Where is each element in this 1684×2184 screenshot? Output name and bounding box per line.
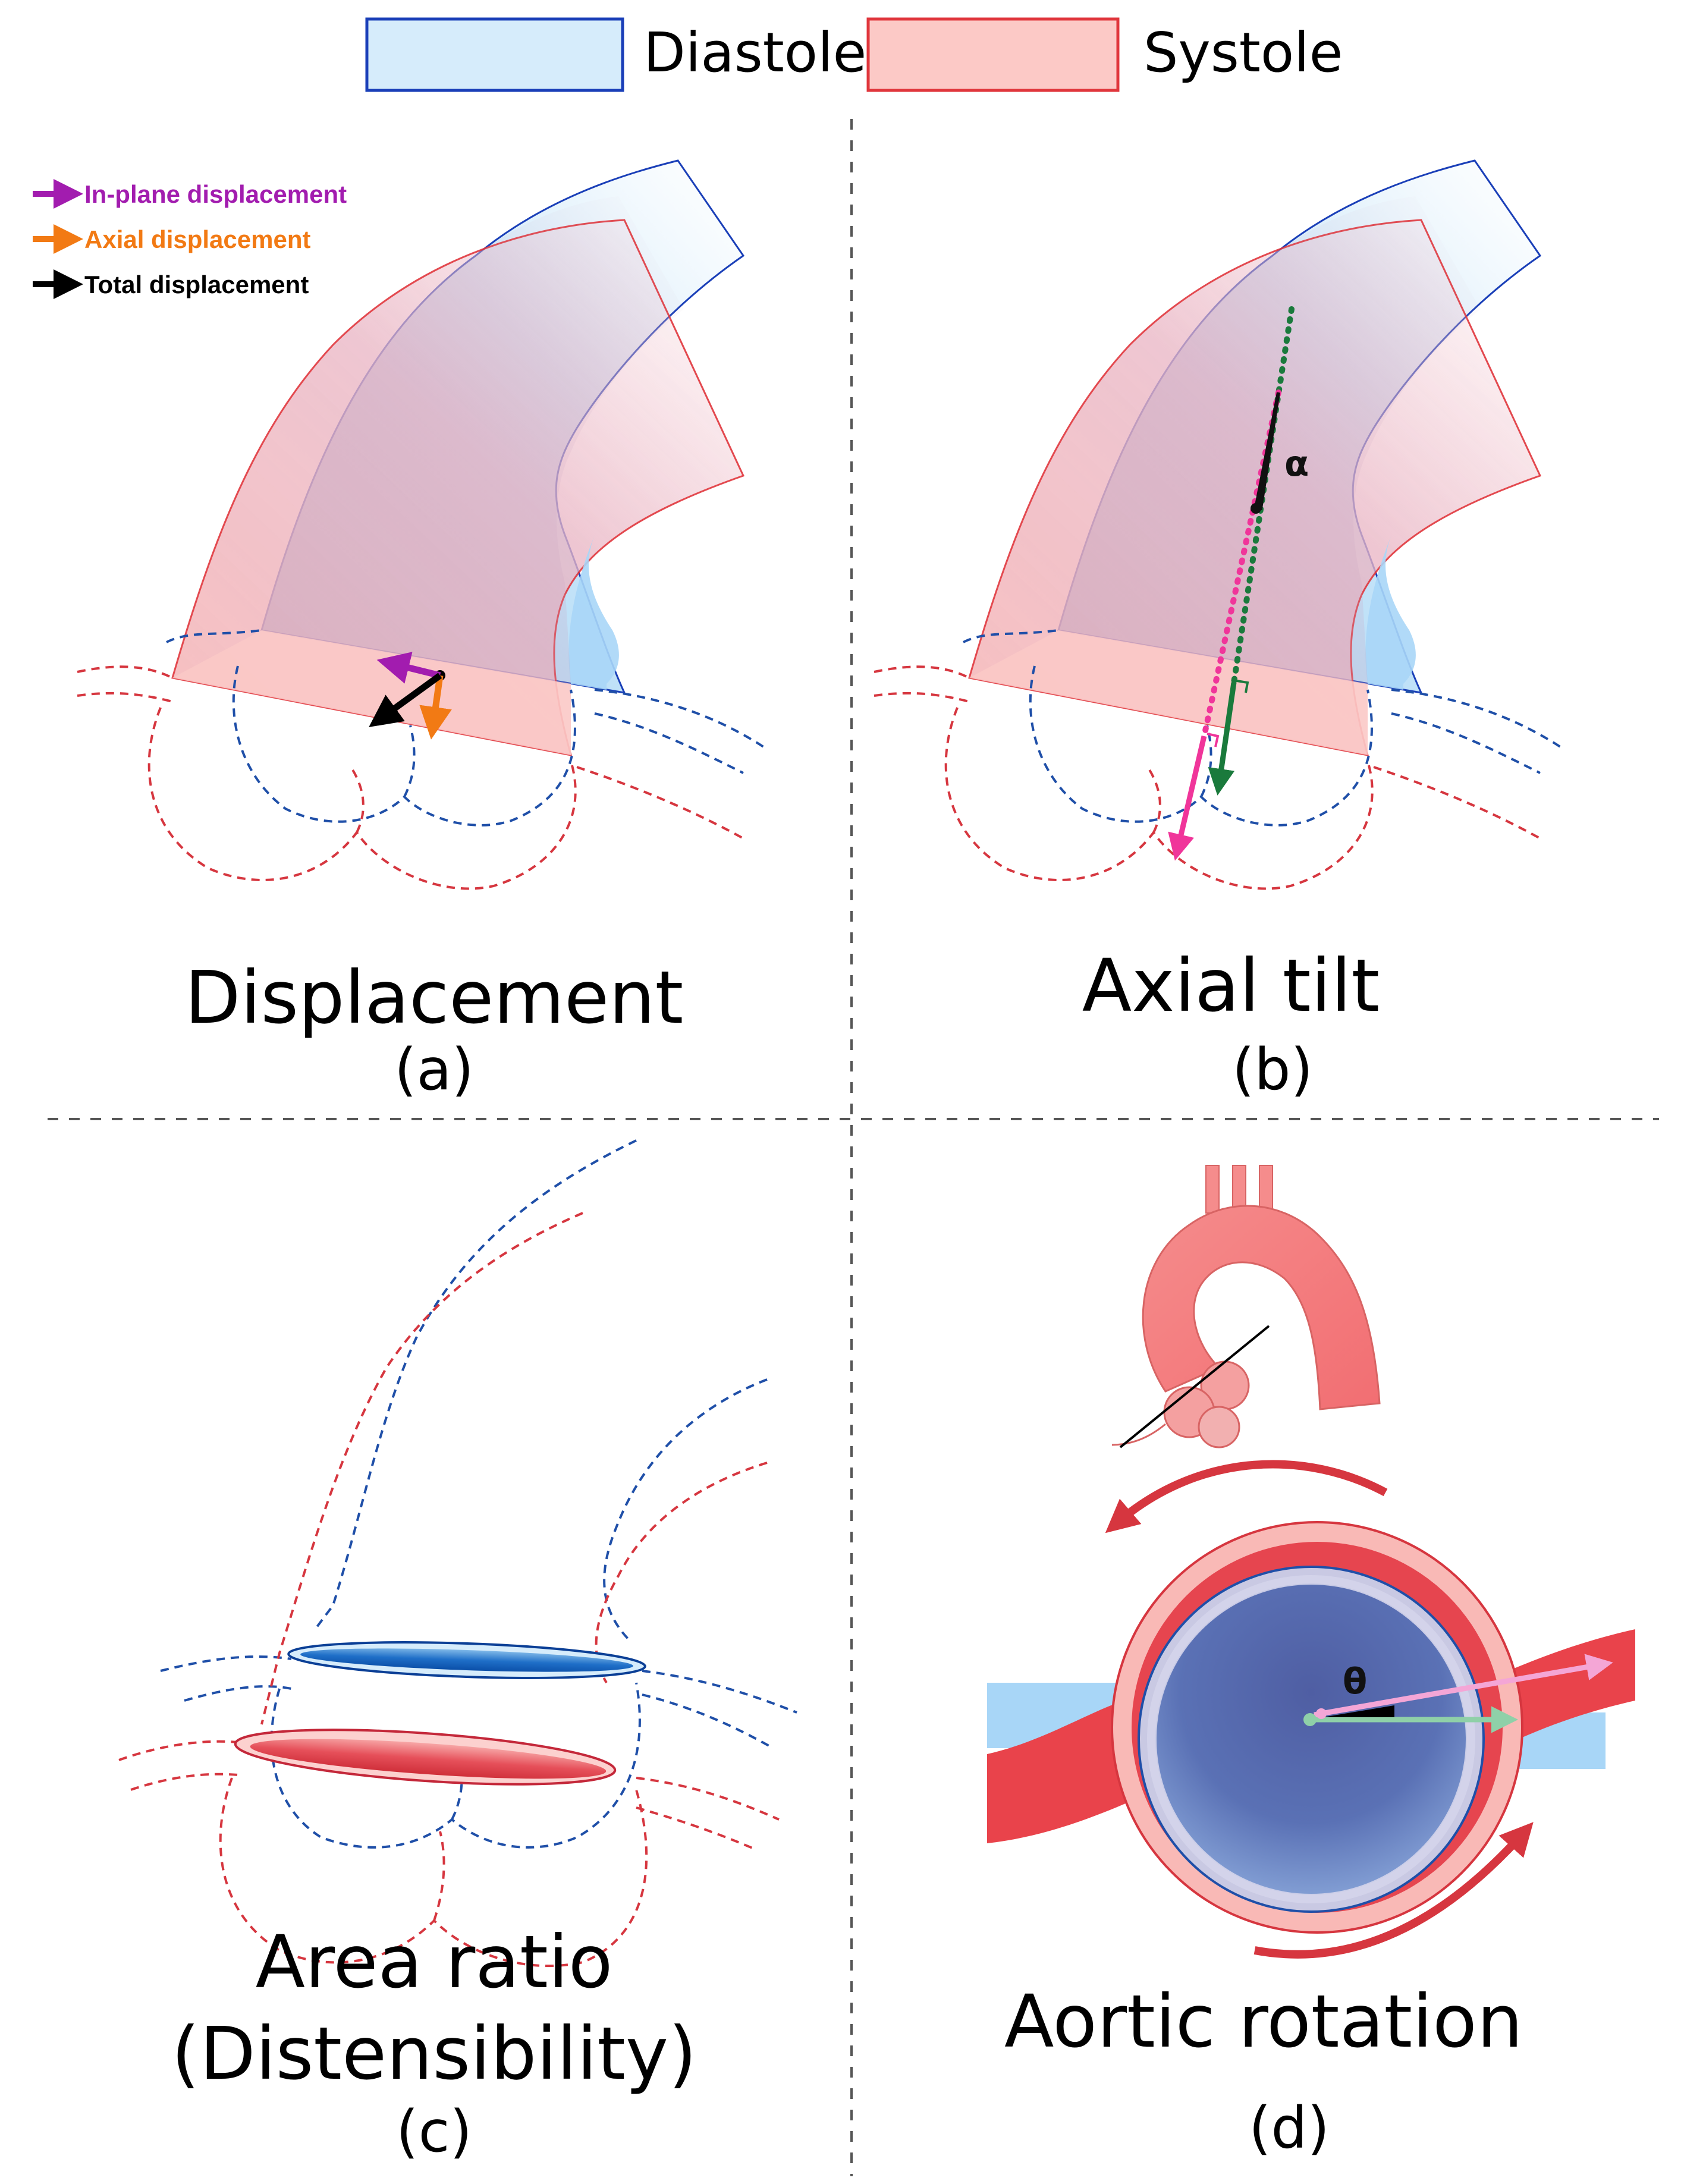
panel-b: α Axial tilt (b): [873, 159, 1565, 1103]
rotation-angle-label: θ: [1343, 1661, 1367, 1702]
rotation-arrow-top: [1105, 1460, 1388, 1533]
panel-c-title-line2: (Distensibility): [171, 2012, 696, 2096]
panel-c-sub: (c): [396, 2098, 472, 2165]
aortic-arch-inset: [1111, 1165, 1381, 1448]
systole-axis-arrow: [1168, 735, 1207, 861]
rotation-center-systole: [1316, 1708, 1327, 1719]
dashed-aorta-outlines: [118, 1139, 797, 1968]
panel-a-sub: (a): [394, 1036, 474, 1103]
tilt-angle-label: α: [1284, 443, 1309, 485]
systole-orientation-vector: [1314, 1654, 1613, 1718]
perpendicular-mark-pink: [1207, 733, 1220, 747]
panel-d-title: Aortic rotation: [1004, 1979, 1523, 2064]
total-vector: [369, 673, 442, 727]
diastole-axis-arrow: [1208, 682, 1237, 796]
rotation-center: [1303, 1713, 1317, 1726]
panel-c: Area ratio (Distensibility) (c): [118, 1139, 797, 2165]
rotation-arrow-bottom: [1253, 1822, 1534, 1959]
diastole-axis-dotted: [1231, 306, 1295, 686]
tilt-pivot: [1251, 503, 1261, 514]
panel-b-sub: (b): [1232, 1036, 1313, 1103]
panel-a-title: Displacement: [185, 956, 684, 1040]
systole-cross-section: [234, 1729, 617, 1786]
arrow-legend-axial: Axial displacement: [33, 224, 310, 254]
total-label: Total displacement: [84, 271, 309, 298]
panel-a: In-plane displacement Axial displacement…: [33, 159, 768, 1103]
legend-diastole-swatch: [365, 17, 624, 92]
legend-diastole-label: Diastole: [643, 21, 866, 84]
slice-plane-line: [1119, 1325, 1270, 1448]
arrow-legend-total: Total displacement: [33, 269, 309, 299]
diastole-cross-section: [287, 1641, 646, 1679]
perpendicular-mark-green: [1236, 680, 1249, 693]
legend-systole-label: Systole: [1143, 21, 1343, 84]
legend-systole: Systole: [866, 17, 1343, 92]
rotation-angle-wedge: [1323, 1705, 1394, 1717]
panel-d: θ Aortic rotation (d): [987, 1165, 1635, 2161]
in-plane-label: In-plane displacement: [84, 180, 347, 208]
axial-label: Axial displacement: [84, 225, 310, 253]
arrow-legend: In-plane displacement Axial displacement…: [33, 179, 347, 299]
aorta-illustration-a: [76, 159, 768, 890]
arrow-legend-in-plane: In-plane displacement: [33, 179, 347, 209]
axial-vector: [419, 675, 452, 740]
vessel-cross-section: [987, 1521, 1635, 1934]
legend-systole-swatch: [866, 17, 1120, 92]
panel-c-title-line1: Area ratio: [256, 1920, 613, 2004]
displacement-vectors: [369, 652, 452, 740]
panel-b-title: Axial tilt: [1082, 944, 1380, 1028]
in-plane-vector: [376, 652, 441, 684]
legend-diastole: Diastole: [365, 17, 866, 92]
panel-d-sub: (d): [1249, 2095, 1330, 2161]
